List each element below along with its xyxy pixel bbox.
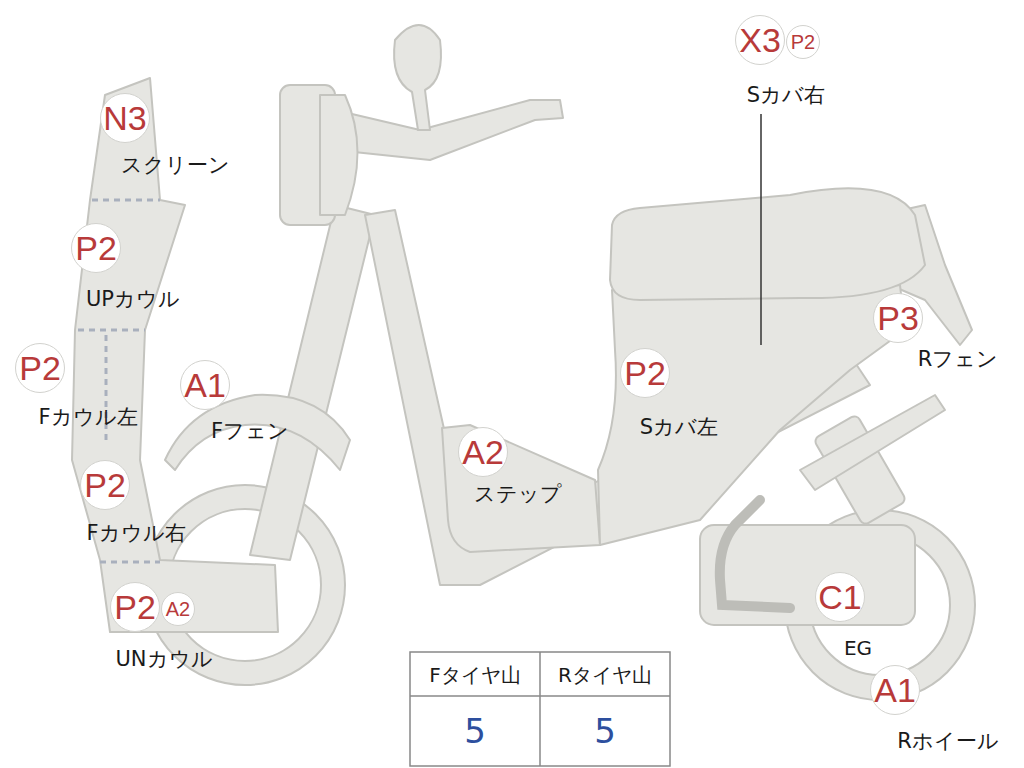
callout-code: A2: [462, 435, 504, 469]
rear-arm: [800, 395, 945, 490]
mirror: [394, 25, 441, 130]
headlight-lens: [320, 95, 358, 215]
callout-circle: P2: [786, 25, 820, 59]
tread-table: [410, 652, 670, 766]
callout-code: A1: [874, 673, 916, 707]
callout-code: P2: [624, 356, 666, 390]
callout-circle: C1: [815, 572, 865, 622]
step-floor: [442, 425, 600, 552]
callout-circle: P2: [110, 582, 160, 632]
part-name: Sカバ右: [747, 84, 825, 107]
part-name: スクリーン: [121, 154, 230, 177]
part-name: Fカウル右: [86, 522, 185, 545]
part-name: UNカウル: [115, 648, 212, 671]
callout-code: A2: [166, 599, 190, 619]
callout-code: N3: [103, 101, 146, 135]
part-name: Sカバ左: [640, 416, 718, 439]
part-name: ステップ: [474, 483, 562, 506]
callout-circle: A2: [161, 592, 195, 626]
callout-circle: P3: [873, 293, 923, 343]
callout-code: C1: [818, 580, 861, 614]
callout-code: P2: [791, 32, 815, 52]
callout-circle: P2: [15, 343, 65, 393]
table-cell: 5: [594, 713, 616, 750]
table-cell: Fタイヤ山: [429, 664, 521, 686]
part-name: EG: [844, 637, 872, 659]
callout-code: P2: [114, 590, 156, 624]
table-cell: 5: [464, 713, 486, 750]
leader-line: [760, 114, 762, 345]
callout-code: X3: [739, 23, 781, 57]
callout-circle: P2: [71, 223, 121, 273]
part-name: Fフェン: [211, 420, 289, 443]
fork: [250, 205, 375, 560]
part-name: Fカウル左: [38, 406, 137, 429]
seat: [610, 188, 925, 300]
front-cowl: [72, 78, 278, 632]
handlebar: [335, 100, 563, 160]
part-name: Rホイール: [897, 730, 999, 753]
callout-code: P2: [84, 468, 126, 502]
callout-circle: P2: [80, 460, 130, 510]
part-name: UPカウル: [86, 288, 180, 311]
callout-code: P3: [877, 301, 919, 335]
exhaust: [720, 500, 790, 608]
callout-code: A1: [184, 368, 226, 402]
callout-code: P2: [75, 231, 117, 265]
callout-circle: A2: [458, 427, 508, 477]
part-name: Rフェン: [918, 348, 999, 371]
callout-code: P2: [19, 351, 61, 385]
callout-circle: P2: [620, 348, 670, 398]
callout-circle: A1: [180, 360, 230, 410]
table-cell: Rタイヤ山: [558, 664, 652, 686]
callout-circle: X3: [735, 15, 785, 65]
callout-circle: A1: [870, 665, 920, 715]
callout-circle: N3: [100, 93, 150, 143]
